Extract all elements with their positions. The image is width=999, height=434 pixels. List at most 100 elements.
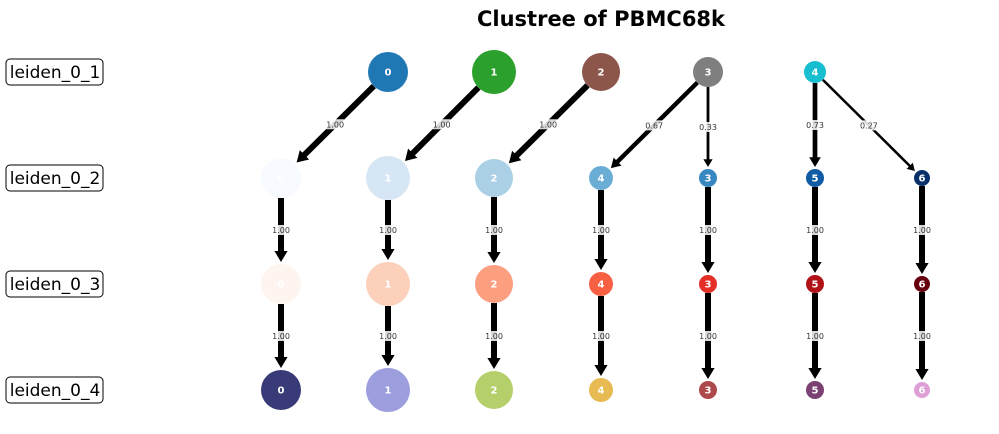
cluster-node-label: 0 (278, 174, 285, 185)
diagram-title: Clustree of PBMC68k (477, 7, 726, 31)
cluster-node-label: 4 (812, 68, 819, 79)
cluster-node-circle (366, 262, 410, 306)
cluster-node-circle (261, 370, 301, 410)
edge-label-bg (805, 225, 825, 235)
edge-label-bg (431, 119, 452, 130)
edge-label-bg (271, 331, 291, 341)
edge-label-text: 1.00 (592, 332, 610, 341)
cluster-node-label: 1 (385, 174, 392, 185)
cluster-node-leiden_0_4-1: 1 (366, 368, 410, 412)
cluster-node-circle (699, 169, 717, 187)
row-label-text: leiden_0_2 (10, 169, 101, 189)
cluster-node-leiden_0_1-3: 3 (693, 57, 723, 87)
cluster-node-label: 4 (598, 280, 605, 291)
edge-label-text: 1.00 (699, 226, 717, 235)
edge-label-text: 1.00 (806, 226, 824, 235)
cluster-node-leiden_0_2-2: 2 (475, 159, 513, 197)
edge-label-text: 1.00 (433, 120, 451, 129)
cluster-node-label: 0 (278, 386, 285, 397)
edge-arrowhead (274, 357, 288, 368)
cluster-node-circle (368, 52, 408, 92)
cluster-node-leiden_0_3-4: 4 (589, 272, 613, 296)
edge-label-bg (698, 122, 718, 132)
edge-label-bg (858, 120, 879, 131)
edge-arrowhead (809, 157, 821, 167)
edge-label: 1.00 (484, 331, 504, 341)
edge-label-text: 1.00 (485, 332, 503, 341)
edge-label-text: 0.73 (806, 121, 824, 130)
row-label-2: leiden_0_3 (5, 270, 104, 298)
cluster-node-circle (589, 272, 613, 296)
edge-label-bg (698, 225, 718, 235)
edge-label-bg (805, 331, 825, 341)
edge-label-text: 0.27 (860, 121, 878, 130)
cluster-node-circle (914, 382, 930, 398)
edge-label-bg (484, 225, 504, 235)
row-label-text: leiden_0_4 (10, 381, 101, 401)
edge-arrowhead (594, 259, 608, 270)
edge-label: 1.00 (591, 331, 611, 341)
cluster-node-circle (475, 159, 513, 197)
cluster-node-circle (914, 276, 930, 292)
edge-label-text: 1.00 (379, 332, 397, 341)
cluster-node-leiden_0_2-0: 0 (261, 158, 301, 198)
edge-label-bg (644, 120, 665, 131)
edge-label-bg (271, 225, 291, 235)
cluster-node-circle (261, 264, 301, 304)
cluster-node-circle (261, 158, 301, 198)
edge-label-text: 1.00 (326, 120, 344, 129)
cluster-node-label: 1 (385, 280, 392, 291)
cluster-node-circle (806, 169, 824, 187)
edge-arrowhead (296, 150, 310, 163)
cluster-node-leiden_0_3-5: 5 (806, 275, 824, 293)
cluster-node-leiden_0_4-6: 6 (914, 382, 930, 398)
edge-label-text: 1.00 (806, 332, 824, 341)
cluster-node-label: 3 (705, 386, 712, 397)
edge-arrowhead (808, 262, 822, 273)
row-label-1: leiden_0_2 (5, 164, 104, 192)
cluster-node-circle (806, 275, 824, 293)
edge-label-bg (912, 225, 932, 235)
cluster-node-label: 2 (491, 280, 498, 291)
edge-label: 1.00 (484, 225, 504, 235)
row-label-0: leiden_0_1 (5, 58, 104, 86)
edge-label-bg (912, 331, 932, 341)
cluster-node-circle (804, 61, 826, 83)
cluster-node-label: 2 (598, 68, 605, 79)
cluster-node-label: 3 (705, 280, 712, 291)
edge-arrowhead (594, 365, 608, 376)
edge-label-bg (484, 331, 504, 341)
cluster-node-leiden_0_4-4: 4 (589, 378, 613, 402)
cluster-node-label: 5 (812, 386, 819, 397)
cluster-node-circle (589, 166, 613, 190)
cluster-node-leiden_0_4-3: 3 (699, 381, 717, 399)
edge-arrowhead (915, 369, 929, 380)
row-label-box (5, 58, 104, 86)
cluster-node-leiden_0_2-1: 1 (366, 156, 410, 200)
edge-label-bg (378, 225, 398, 235)
edge-arrowhead (703, 159, 713, 167)
edge-label: 1.00 (431, 119, 452, 130)
edge-label: 1.00 (538, 119, 559, 130)
edge-label: 1.00 (271, 331, 291, 341)
edge-arrowhead (381, 355, 395, 366)
cluster-node-leiden_0_2-6: 6 (914, 170, 930, 186)
cluster-node-circle (366, 156, 410, 200)
cluster-node-label: 6 (919, 174, 926, 185)
cluster-node-label: 5 (812, 174, 819, 185)
cluster-node-label: 6 (919, 386, 926, 397)
cluster-node-leiden_0_3-2: 2 (475, 265, 513, 303)
edge-arrowhead (915, 263, 929, 274)
row-label-box (5, 270, 104, 298)
edge-label-bg (325, 119, 346, 130)
edge-arrowhead (808, 368, 822, 379)
cluster-node-leiden_0_1-0: 0 (368, 52, 408, 92)
cluster-node-label: 5 (812, 280, 819, 291)
cluster-node-circle (693, 57, 723, 87)
cluster-node-circle (582, 53, 620, 91)
row-labels: leiden_0_1 leiden_0_2 leiden_0_3 leiden_0_4 (5, 58, 104, 404)
cluster-node-circle (699, 381, 717, 399)
cluster-node-circle (914, 170, 930, 186)
cluster-node-leiden_0_3-1: 1 (366, 262, 410, 306)
